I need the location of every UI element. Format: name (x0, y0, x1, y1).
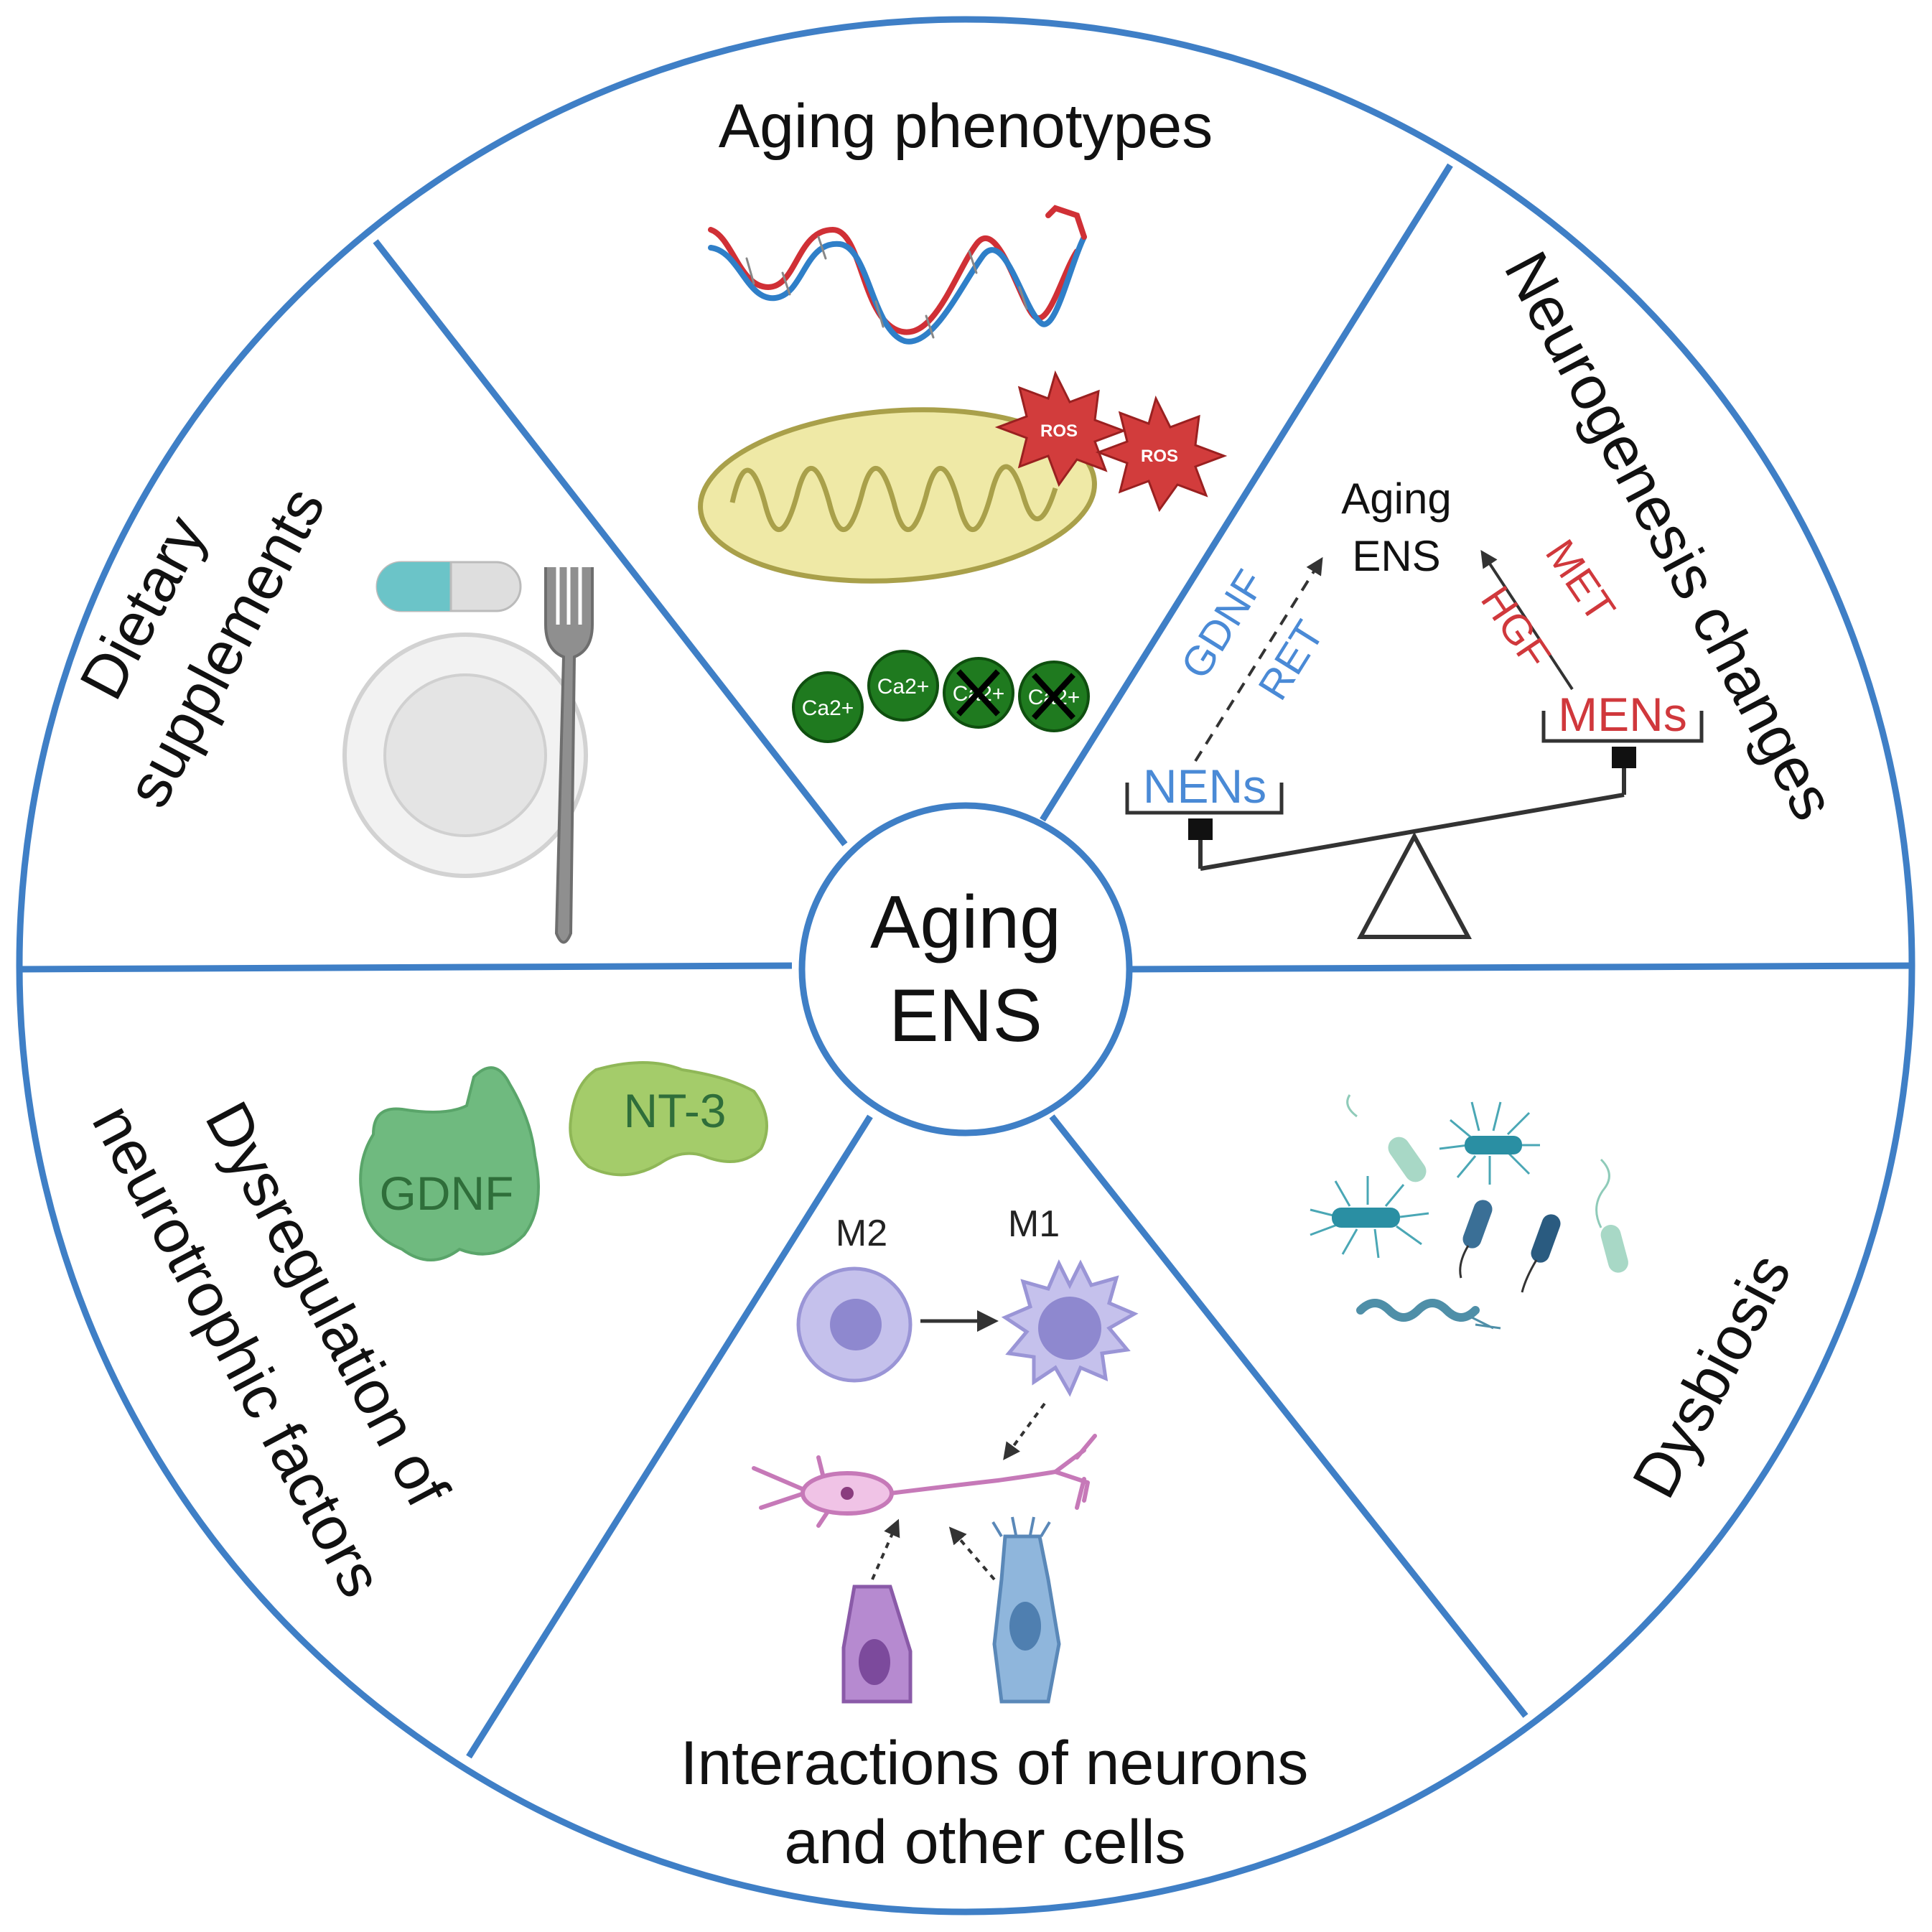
calcium-group: Ca2+ Ca2+ Ca2+ Ca2+ (792, 650, 1090, 743)
aging-phenotypes-title: Aging phenotypes (719, 92, 1213, 161)
interactions-title-line1: Interactions of neurons (681, 1729, 1309, 1798)
ros-icon-1: ROS (994, 370, 1127, 487)
calcium-label-2: Ca2+ (877, 675, 930, 699)
ros-icon-2: ROS (1095, 395, 1228, 513)
cross-icon-1 (956, 669, 1000, 717)
m1-label: M1 (1008, 1203, 1060, 1245)
center-title-line1: Aging (870, 881, 1061, 964)
m2-label: M2 (836, 1213, 887, 1254)
neuron-icon (752, 1434, 1097, 1528)
divider-right (1125, 962, 1913, 973)
glial-cell-icon (991, 1516, 1061, 1704)
center-title-line2: ENS (889, 974, 1042, 1058)
center-circle (798, 802, 1133, 1137)
fork-icon (544, 567, 594, 944)
section-interactions: M2 M1 (681, 1203, 1309, 1877)
nt3-protein-icon (569, 1061, 768, 1177)
cross-icon-2 (1032, 673, 1075, 720)
section-aging-phenotypes: Aging phenotypes ROS (698, 92, 1228, 743)
mitochondrion-icon (698, 407, 1097, 584)
calcium-ion-2 (867, 650, 939, 722)
divider-lines (19, 163, 1913, 1759)
neuro-target-line2: ENS (1352, 532, 1440, 580)
mens-arrow (1480, 549, 1574, 691)
divider-left (19, 962, 793, 973)
dna-helix-icon (708, 205, 1087, 345)
mens-label: MENs (1558, 688, 1687, 741)
gdnf-protein-icon (359, 1066, 540, 1261)
divider-top-right (1040, 163, 1453, 822)
enteroendocrine-cell-icon (841, 1585, 913, 1704)
neuro-target-line1: Aging (1341, 475, 1451, 523)
m1-macrophage-icon (1001, 1259, 1139, 1397)
nt3-protein-label: NT-3 (623, 1084, 726, 1137)
nens-label: NENs (1143, 760, 1266, 813)
ros-label-2: ROS (1141, 447, 1178, 466)
interactions-title-line2: and other cells (784, 1808, 1185, 1877)
m2-macrophage-icon (796, 1266, 913, 1383)
divider-top-left (373, 239, 848, 846)
plate-icon (342, 633, 588, 878)
pill-capsule-icon (375, 561, 522, 612)
gdnf-protein-label: GDNF (380, 1167, 514, 1220)
balance-scale-icon (1125, 711, 1704, 939)
calcium-label-1: Ca2+ (802, 696, 854, 720)
ros-label-1: ROS (1040, 421, 1078, 441)
bacteria-icon (1310, 1094, 1628, 1330)
divider-bottom-right (1049, 1114, 1529, 1718)
calcium-ion-1 (792, 671, 864, 743)
divider-bottom-left (466, 1114, 873, 1759)
